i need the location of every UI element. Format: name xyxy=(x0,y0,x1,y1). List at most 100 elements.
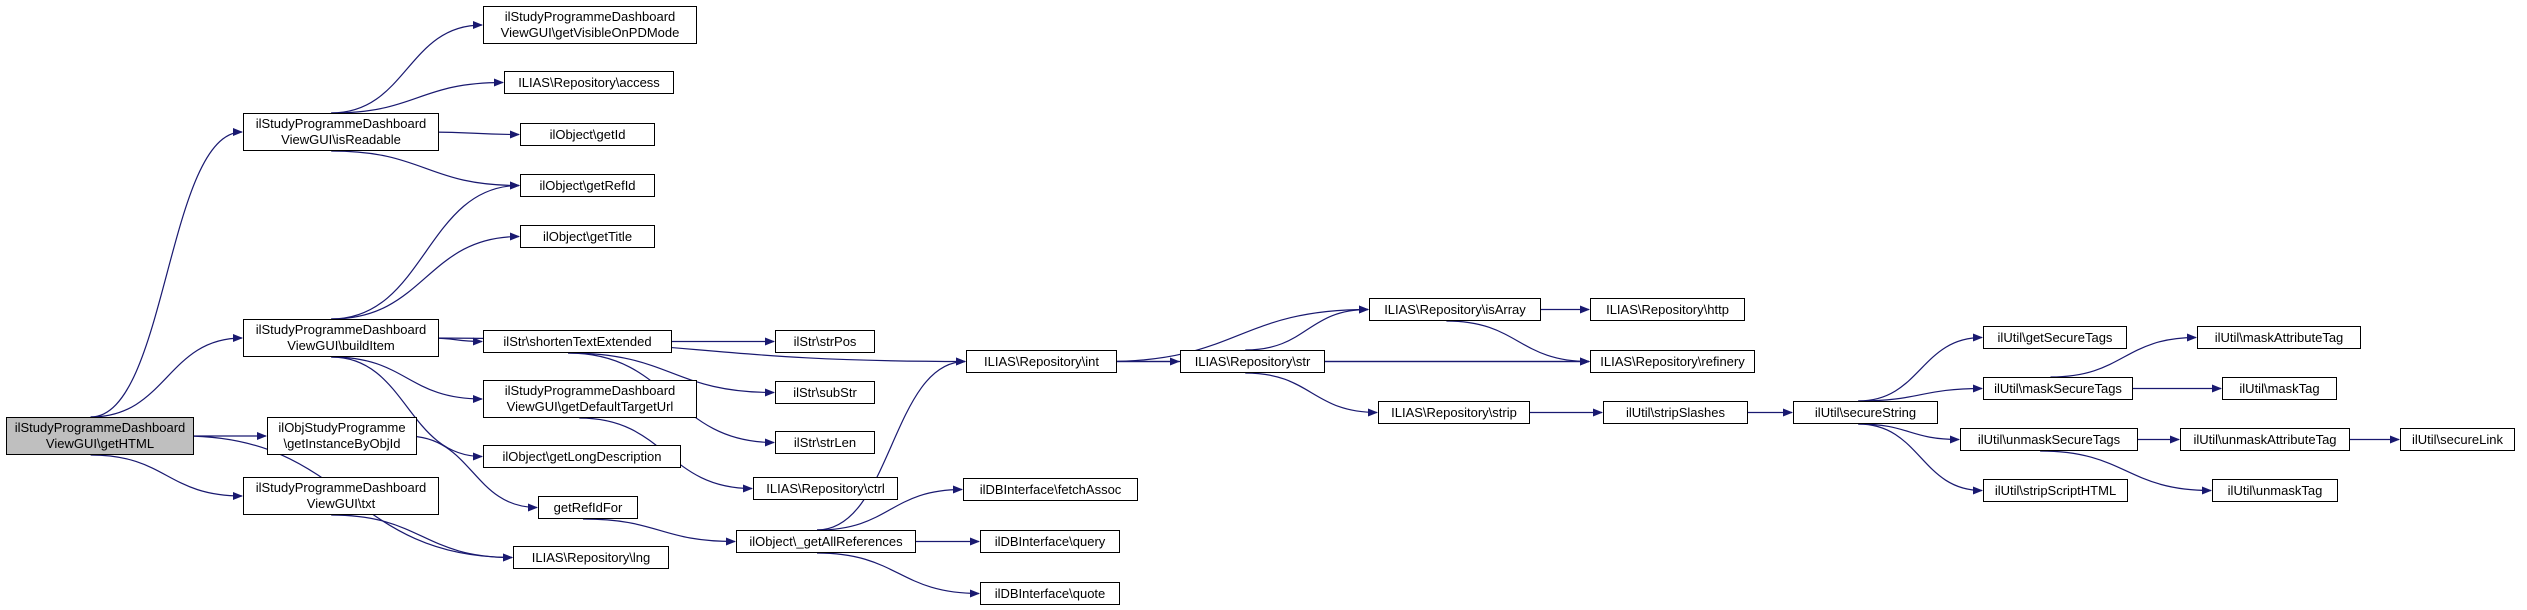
graph-node-query[interactable]: ilDBInterface\query xyxy=(980,530,1120,553)
node-label-line: ilUtil\maskSecureTags xyxy=(1994,380,2122,396)
edge-int-to-isarray xyxy=(1106,305,1369,363)
node-label-line: ILIAS\Repository\str xyxy=(1194,353,1311,369)
node-label-line: ilUtil\secureLink xyxy=(2411,431,2504,447)
node-label-line: ilStudyProgrammeDashboard xyxy=(255,322,427,337)
graph-node-strlen[interactable]: ilStr\strLen xyxy=(775,431,875,454)
edge-isreadable-to-getid xyxy=(428,130,520,139)
node-label-line: ilUtil\unmaskTag xyxy=(2227,482,2323,498)
node-label-line: ilStudyProgrammeDashboard xyxy=(255,116,427,131)
edge-securestring-to-getsecuretags xyxy=(1858,333,1983,402)
edge-isreadable-to-getrefid xyxy=(331,150,520,190)
node-label-line: ilStr\strLen xyxy=(793,434,857,450)
node-label-line: ilObject\getRefId xyxy=(539,177,636,193)
graph-node-stripslashes[interactable]: ilUtil\stripSlashes xyxy=(1603,401,1748,424)
graph-node-getlongdesc[interactable]: ilObject\getLongDescription xyxy=(483,445,681,468)
node-label-line: ilUtil\stripSlashes xyxy=(1626,404,1725,420)
node-label-line: ilUtil\secureString xyxy=(1814,404,1917,420)
graph-node-ctrl[interactable]: ILIAS\Repository\ctrl xyxy=(753,477,898,500)
graph-node-unmaskattr[interactable]: ilUtil\unmaskAttributeTag xyxy=(2180,428,2350,451)
graph-node-access[interactable]: ILIAS\Repository\access xyxy=(504,71,674,94)
node-label-line: ilUtil\unmaskAttributeTag xyxy=(2193,431,2337,447)
node-label-line: ilUtil\unmaskSecureTags xyxy=(1977,431,2121,447)
edge-shorten-to-substr xyxy=(568,352,775,397)
graph-node-refinery[interactable]: ILIAS\Repository\refinery xyxy=(1590,350,1755,373)
node-label-line: ilObjStudyProgramme xyxy=(278,420,406,435)
edge-getallrefs-to-int xyxy=(816,357,966,531)
graph-node-securelink[interactable]: ilUtil\secureLink xyxy=(2400,428,2515,451)
node-label-line: ilDBInterface\fetchAssoc xyxy=(979,481,1122,497)
graph-node-substr[interactable]: ilStr\subStr xyxy=(775,381,875,404)
node-label-line: ilObject\getTitle xyxy=(542,228,633,244)
graph-node-http[interactable]: ILIAS\Repository\http xyxy=(1590,298,1745,321)
node-label-line: ILIAS\Repository\ctrl xyxy=(766,480,885,496)
node-label-line: ilDBInterface\quote xyxy=(994,585,1106,601)
edge-isreadable-to-getvisible xyxy=(331,21,483,114)
graph-node-unmasktag[interactable]: ilUtil\unmaskTag xyxy=(2212,479,2338,502)
node-label-line: getRefIdFor xyxy=(553,499,623,515)
graph-node-isarray[interactable]: ILIAS\Repository\isArray xyxy=(1369,298,1541,321)
node-label-line: ilStudyProgrammeDashboard xyxy=(14,420,186,435)
node-label-line: ilStr\strPos xyxy=(793,333,857,349)
node-label-line: ILIAS\Repository\isArray xyxy=(1384,301,1526,317)
graph-node-masktag[interactable]: ilUtil\maskTag xyxy=(2222,377,2337,400)
node-label-line: ilUtil\maskAttributeTag xyxy=(2214,329,2344,345)
graph-node-unmasksecuretags[interactable]: ilUtil\unmaskSecureTags xyxy=(1960,428,2138,451)
edge-builditem-to-getlongdesc xyxy=(331,356,483,461)
graph-node-gettitle[interactable]: ilObject\getTitle xyxy=(520,225,655,248)
node-label-line: ViewGUI\buildItem xyxy=(287,338,395,353)
edge-getinstance-to-getrefidfor xyxy=(406,435,538,512)
graph-node-getinstance[interactable]: ilObjStudyProgramme\getInstanceByObjId xyxy=(267,417,417,455)
graph-node-lng[interactable]: ILIAS\Repository\lng xyxy=(513,546,669,569)
node-label-line: ViewGUI\getDefaultTargetUrl xyxy=(506,399,674,414)
edge-builditem-to-getdefaulttarget xyxy=(331,356,483,403)
edge-securestring-to-masksecuretags xyxy=(1858,384,1983,402)
graph-node-strpos[interactable]: ilStr\strPos xyxy=(775,330,875,353)
graph-node-masksecuretags[interactable]: ilUtil\maskSecureTags xyxy=(1983,377,2133,400)
edge-gethtml-to-txt xyxy=(90,454,243,500)
node-label-line: \getInstanceByObjId xyxy=(283,436,401,451)
edge-str-to-isarray xyxy=(1245,305,1369,351)
edge-str-to-strip xyxy=(1245,372,1378,417)
graph-node-stripscript[interactable]: ilUtil\stripScriptHTML xyxy=(1983,479,2128,502)
graph-node-int[interactable]: ILIAS\Repository\int xyxy=(966,350,1117,373)
node-label-line: ViewGUI\txt xyxy=(306,496,376,511)
graph-node-getrefid[interactable]: ilObject\getRefId xyxy=(520,174,655,197)
graph-node-fetchassoc[interactable]: ilDBInterface\fetchAssoc xyxy=(963,478,1138,501)
edge-isarray-to-refinery xyxy=(1446,320,1590,366)
graph-node-securestring[interactable]: ilUtil\secureString xyxy=(1793,401,1938,424)
graph-node-maskattr[interactable]: ilUtil\maskAttributeTag xyxy=(2197,326,2361,349)
edge-gethtml-to-builditem xyxy=(90,334,243,418)
node-label-line: ilUtil\getSecureTags xyxy=(1997,329,2113,345)
node-label-line: ilDBInterface\query xyxy=(994,533,1106,549)
edge-unmasksecuretags-to-unmasktag xyxy=(2040,450,2212,495)
node-label-line: ILIAS\Repository\int xyxy=(984,353,1099,369)
graph-node-strip[interactable]: ILIAS\Repository\strip xyxy=(1378,401,1530,424)
node-label-line: ilStudyProgrammeDashboard xyxy=(255,480,427,495)
node-label-line: ILIAS\Repository\access xyxy=(518,74,660,90)
edge-txt-to-lng xyxy=(331,514,513,562)
edge-getallrefs-to-fetchassoc xyxy=(816,485,963,531)
node-label-line: ilStr\subStr xyxy=(793,384,857,400)
graph-node-getsecuretags[interactable]: ilUtil\getSecureTags xyxy=(1983,326,2127,349)
graph-node-getallrefs[interactable]: ilObject\_getAllReferences xyxy=(736,530,916,553)
node-label-line: ilObject\_getAllReferences xyxy=(749,533,903,549)
graph-node-quote[interactable]: ilDBInterface\quote xyxy=(980,582,1120,605)
node-label-line: ViewGUI\isReadable xyxy=(281,132,401,147)
node-label-line: ILIAS\Repository\refinery xyxy=(1600,353,1745,369)
node-label-line: ilObject\getId xyxy=(549,126,626,142)
graph-node-getrefidfor[interactable]: getRefIdFor xyxy=(538,496,638,519)
node-label-line: ilStudyProgrammeDashboard xyxy=(504,9,676,24)
edge-securestring-to-unmasksecuretags xyxy=(1858,423,1960,444)
graph-node-getid[interactable]: ilObject\getId xyxy=(520,123,655,146)
node-label-line: ILIAS\Repository\strip xyxy=(1391,404,1517,420)
graph-node-shorten[interactable]: ilStr\shortenTextExtended xyxy=(483,330,672,353)
edge-builditem-to-getrefid xyxy=(331,181,520,320)
graph-node-str[interactable]: ILIAS\Repository\str xyxy=(1180,350,1325,373)
